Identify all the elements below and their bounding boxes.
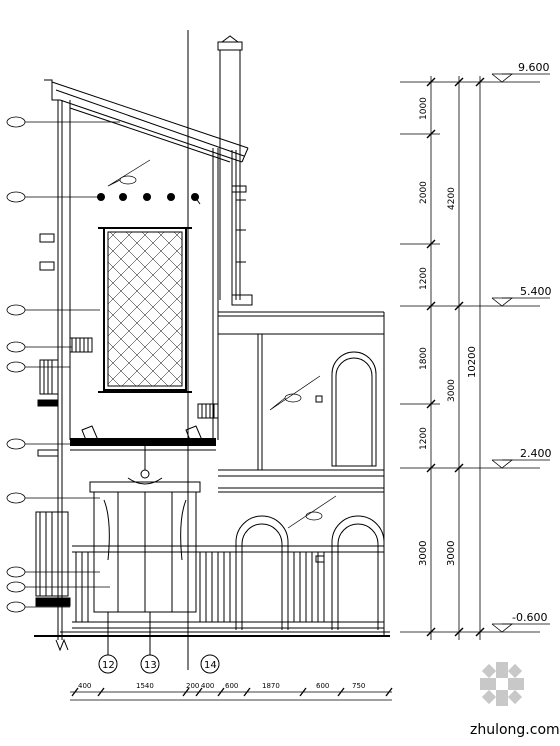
french-window	[89, 440, 201, 613]
note-tags	[107, 159, 337, 529]
dim-mid-3000-a: 3000	[447, 379, 457, 402]
level-label-9600: 9.600	[518, 61, 550, 74]
level-label-minus-0600: -0.600	[512, 611, 547, 624]
level-label-2400: 2.400	[520, 447, 552, 460]
dim-inner-1000: 1000	[419, 97, 429, 120]
hdim-2: 200	[186, 682, 199, 690]
medallion-row	[97, 193, 199, 201]
vertical-dimension-lines	[400, 73, 550, 640]
dim-inner-1800: 1800	[419, 347, 429, 370]
hdim-3: 400	[201, 682, 214, 690]
dim-total-10200: 10200	[467, 346, 478, 378]
dim-mid-4200: 4200	[447, 187, 457, 210]
floor-band	[70, 403, 219, 451]
hdim-7: 750	[352, 682, 365, 690]
horizontal-dimension-line	[70, 687, 393, 701]
roof	[44, 79, 249, 163]
axis-marker-13: 13	[144, 660, 157, 671]
hdim-6: 600	[316, 682, 329, 690]
hdim-0: 400	[78, 682, 91, 690]
level-label-5400: 5.400	[520, 285, 552, 298]
dim-inner-3000: 3000	[418, 541, 429, 566]
callout-leaders	[24, 121, 120, 608]
hdim-1: 1540	[136, 682, 154, 690]
dim-inner-2000: 2000	[419, 181, 429, 204]
axis-markers	[98, 654, 220, 674]
hdim-4: 600	[225, 682, 238, 690]
dim-inner-1200-a: 1200	[419, 267, 429, 290]
watermark-text: zhulong.com	[470, 722, 560, 738]
axis-marker-12: 12	[102, 660, 115, 671]
lattice-panel	[98, 227, 192, 393]
axis-marker-14: 14	[204, 660, 217, 671]
callout-circles	[6, 116, 26, 613]
chimney	[217, 35, 253, 306]
dim-mid-3000-b: 3000	[446, 541, 457, 566]
railing	[35, 511, 384, 629]
left-balconies	[37, 233, 93, 457]
hdim-5: 1870	[262, 682, 280, 690]
zhulong-logo	[480, 662, 524, 706]
building-elevation	[24, 30, 390, 670]
dim-inner-1200-b: 1200	[419, 427, 429, 450]
annex-building	[218, 311, 385, 636]
